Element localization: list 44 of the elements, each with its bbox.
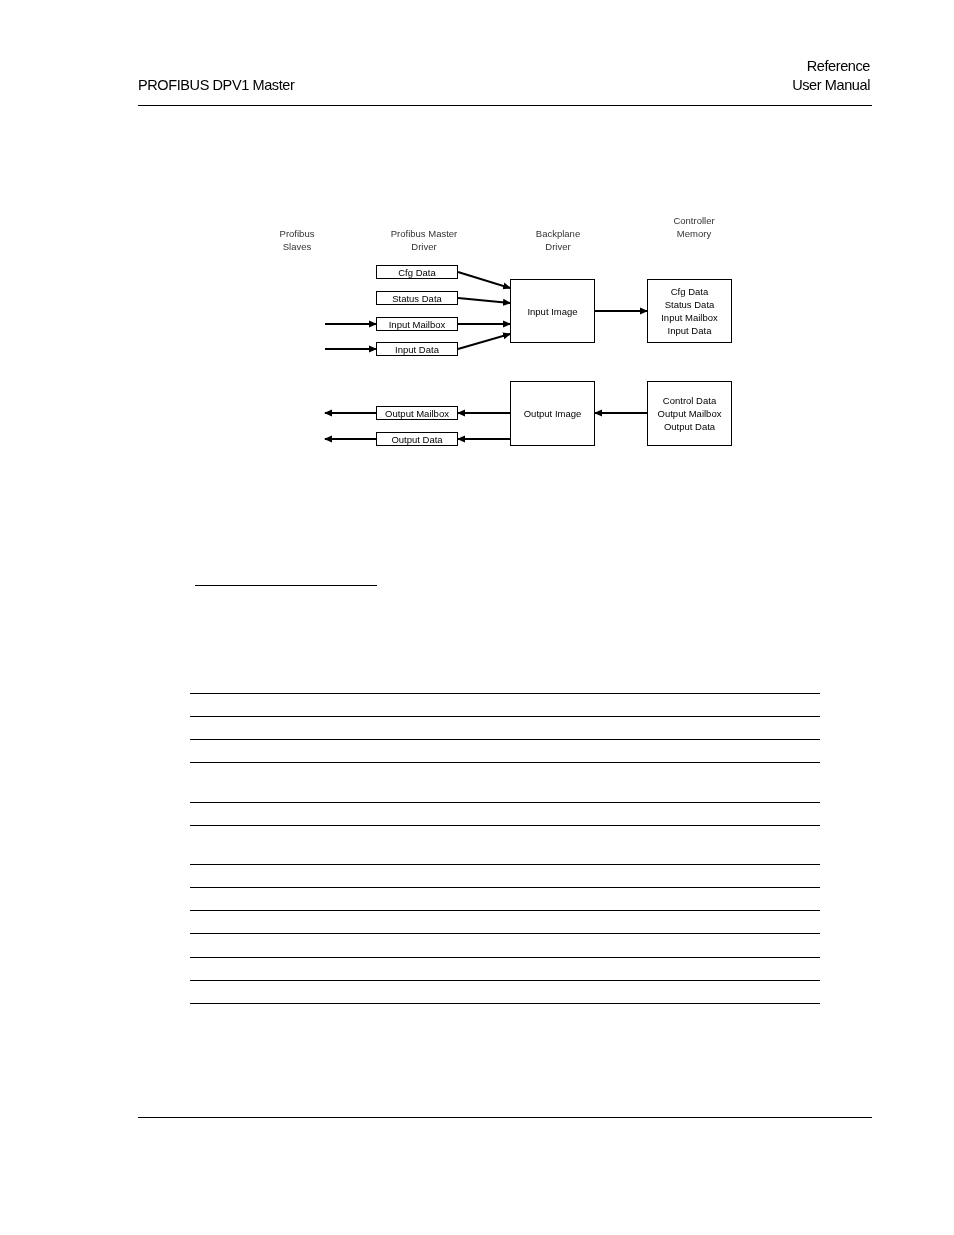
arrow — [457, 320, 511, 328]
arrow — [457, 409, 511, 417]
header-text: PROFIBUS DPV1 Master — [138, 76, 295, 95]
arrow — [324, 409, 377, 417]
arrow — [457, 297, 511, 306]
arrow — [324, 320, 377, 328]
node-text: Cfg Data — [398, 265, 436, 279]
column-heading: Profibus Master Driver — [389, 227, 459, 253]
column-heading: Profibus Slaves — [278, 227, 316, 253]
arrow — [594, 307, 648, 315]
node-text: Control Data — [662, 394, 717, 407]
data-block-box — [376, 265, 458, 279]
process-box — [510, 381, 595, 446]
node-text: Input Mailbox — [388, 317, 446, 331]
data-block-box — [376, 342, 458, 356]
arrow — [457, 435, 511, 443]
node-text: Output Mailbox — [385, 406, 449, 420]
column-heading: Backplane Driver — [534, 227, 582, 253]
node-text: Output Data — [663, 420, 716, 433]
node-text: Status Data — [392, 291, 442, 305]
column-heading: Controller Memory — [672, 214, 716, 240]
node-text: Cfg Data — [670, 285, 709, 298]
header-text: Reference — [805, 57, 870, 76]
data-block-box — [376, 432, 458, 446]
data-block-box — [376, 406, 458, 420]
node-text: Input Data — [667, 324, 712, 337]
node-text: Input Image — [527, 304, 578, 318]
arrow — [457, 332, 511, 350]
node-text: Output Data — [391, 432, 443, 446]
process-box — [510, 279, 595, 343]
data-block-box — [376, 317, 458, 331]
data-block-box — [376, 291, 458, 305]
arrow — [457, 271, 511, 290]
header-text: User Manual — [791, 76, 870, 95]
node-text: Status Data — [664, 298, 715, 311]
arrow — [594, 409, 648, 417]
node-text: Input Mailbox — [661, 311, 718, 324]
node-text: Output Image — [523, 407, 582, 420]
node-text: Output Mailbox — [657, 407, 722, 420]
process-box — [647, 279, 732, 343]
arrow — [324, 345, 377, 353]
process-box — [647, 381, 732, 446]
node-text: Input Data — [395, 342, 439, 356]
arrow — [324, 435, 377, 443]
